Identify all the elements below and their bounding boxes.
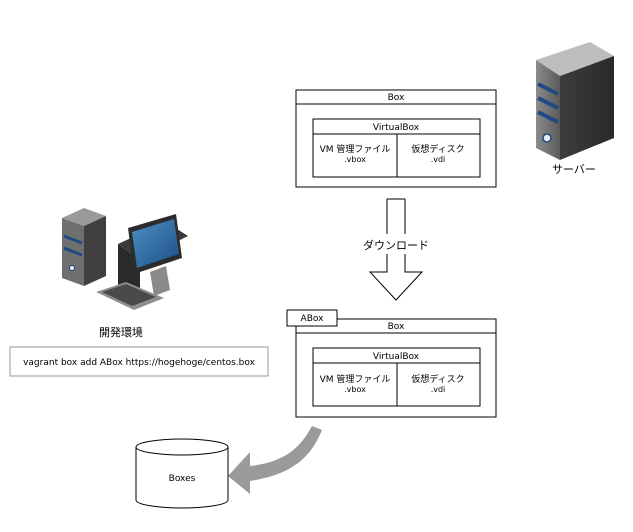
- server-label: サーバー: [552, 163, 596, 176]
- server-icon: [536, 42, 614, 160]
- local-disk-ext: .vdi: [431, 385, 446, 394]
- server-vm-file-label: VM 管理ファイル: [320, 143, 391, 155]
- abox-name-label: ABox: [301, 314, 325, 324]
- server-disk-label: 仮想ディスク: [411, 143, 464, 155]
- server-vm-file-ext: .vbox: [344, 155, 366, 164]
- command-text: vagrant box add ABox https://hogehoge/ce…: [23, 358, 255, 368]
- download-label: ダウンロード: [363, 238, 429, 252]
- local-box: Box ABox VirtualBox VM 管理ファイル .vbox 仮想ディ…: [286, 309, 497, 418]
- abox-name-tag: ABox: [286, 309, 338, 327]
- store-arrow: [228, 426, 322, 494]
- boxes-storage-cylinder: Boxes: [135, 438, 229, 509]
- server-box: Box VirtualBox VM 管理ファイル .vbox 仮想ディスク .v…: [295, 89, 497, 188]
- local-provider-label: VirtualBox: [373, 352, 420, 362]
- desktop-computer-icon: [62, 208, 188, 310]
- local-box-title: Box: [388, 322, 405, 332]
- local-disk-label: 仮想ディスク: [411, 373, 464, 385]
- command-box: vagrant box add ABox https://hogehoge/ce…: [9, 346, 269, 377]
- server-provider-label: VirtualBox: [373, 123, 420, 133]
- dev-env-label: 開発環境: [99, 325, 143, 339]
- server-box-title: Box: [388, 93, 405, 103]
- local-vm-file-label: VM 管理ファイル: [320, 373, 391, 385]
- server-virtualbox-panel: VirtualBox VM 管理ファイル .vbox 仮想ディスク .vdi: [312, 118, 481, 178]
- download-arrow: ダウンロード: [356, 198, 438, 301]
- server-disk-ext: .vdi: [431, 155, 446, 164]
- boxes-label: Boxes: [169, 474, 196, 484]
- local-vm-file-ext: .vbox: [344, 385, 366, 394]
- local-virtualbox-panel: VirtualBox VM 管理ファイル .vbox 仮想ディスク .vdi: [312, 347, 481, 407]
